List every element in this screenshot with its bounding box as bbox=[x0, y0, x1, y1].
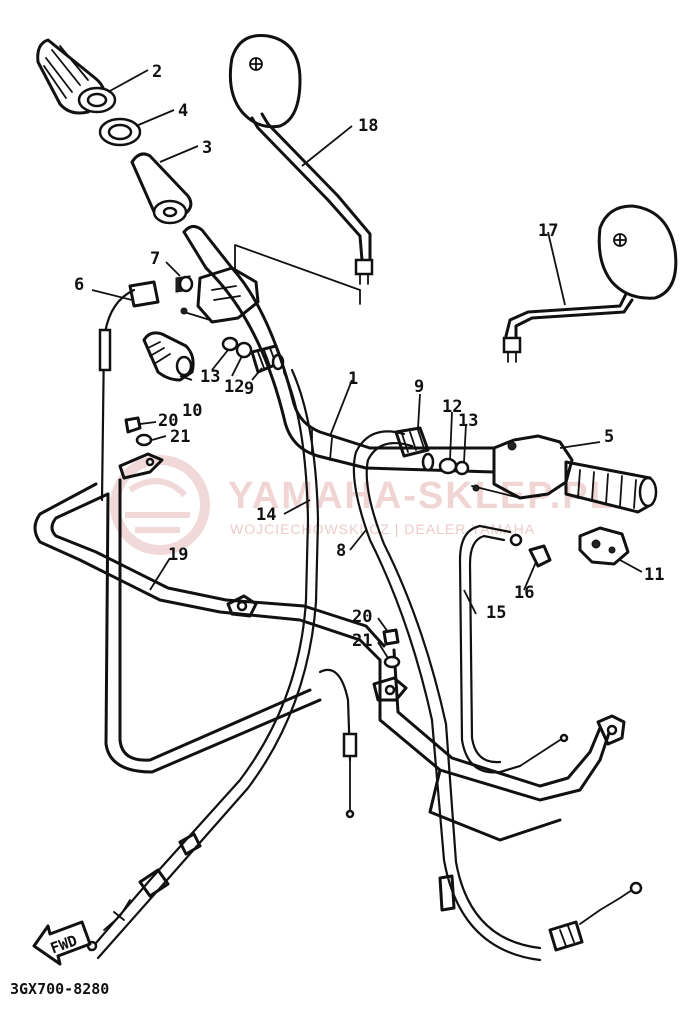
part-left-switch-assembly bbox=[175, 266, 260, 324]
callout-6: 6 bbox=[74, 275, 84, 295]
callout-8: 8 bbox=[336, 541, 346, 561]
part-throttle-sleeve bbox=[130, 152, 193, 225]
part-cable-adjusters-right bbox=[394, 426, 470, 476]
callout-10: 10 bbox=[182, 401, 202, 421]
watermark-subtitle: WOJCIECHOWSKI.CZ | DEALER YAMAHA bbox=[230, 521, 535, 537]
callout-labels: 2 4 3 18 17 7 6 13 12 9 10 20 21 1 9 12 … bbox=[74, 62, 664, 651]
part-16 bbox=[509, 533, 552, 568]
callout-12-left: 12 bbox=[224, 377, 244, 397]
callout-9-left: 9 bbox=[244, 379, 254, 399]
part-right-grip-assembly bbox=[471, 434, 658, 514]
part-handlebar-left bbox=[182, 225, 234, 270]
part-cable-8 bbox=[352, 430, 643, 962]
callout-12-right: 12 bbox=[442, 397, 462, 417]
fwd-label: FWD bbox=[48, 931, 80, 957]
part-cable-stub bbox=[318, 668, 358, 819]
part-guard-bar bbox=[33, 452, 626, 842]
callout-13-right: 13 bbox=[458, 411, 478, 431]
part-bolts bbox=[124, 416, 401, 669]
callout-17: 17 bbox=[538, 221, 558, 241]
watermark: YAMAHA-SKLEP.PL WOJCIECHOWSKI.CZ | DEALE… bbox=[110, 455, 615, 555]
part-11 bbox=[578, 526, 630, 566]
callout-9-right: 9 bbox=[414, 377, 424, 397]
drawing-code: 3GX700-8280 bbox=[10, 980, 109, 998]
callout-2: 2 bbox=[152, 62, 162, 82]
callout-5: 5 bbox=[604, 427, 614, 447]
callout-1: 1 bbox=[348, 369, 358, 389]
part-cable-14 bbox=[86, 368, 320, 960]
part-left-mirror bbox=[228, 33, 374, 285]
callout-3: 3 bbox=[202, 138, 212, 158]
callout-14: 14 bbox=[256, 505, 276, 525]
part-cable-adjusters-left bbox=[221, 336, 285, 374]
callout-19: 19 bbox=[168, 545, 188, 565]
callout-13-left: 13 bbox=[200, 367, 220, 387]
part-cable-15 bbox=[458, 524, 569, 774]
callout-21-left: 21 bbox=[170, 427, 190, 447]
callout-7: 7 bbox=[150, 249, 160, 269]
part-left-grip bbox=[36, 38, 117, 115]
part-cable-6 bbox=[98, 280, 160, 502]
part-ring bbox=[98, 117, 142, 147]
callout-11: 11 bbox=[644, 565, 664, 585]
callout-21-right: 21 bbox=[352, 631, 372, 651]
watermark-title: YAMAHA-SKLEP.PL bbox=[228, 475, 615, 517]
callout-15: 15 bbox=[486, 603, 506, 623]
callout-20-right: 20 bbox=[352, 607, 372, 627]
callout-16: 16 bbox=[514, 583, 534, 603]
callout-20-left: 20 bbox=[158, 411, 178, 431]
callout-4: 4 bbox=[178, 101, 188, 121]
callout-18: 18 bbox=[358, 116, 378, 136]
leader-lines bbox=[91, 69, 643, 659]
fwd-arrow: FWD bbox=[32, 920, 92, 966]
part-switch-10 bbox=[142, 331, 195, 382]
part-right-mirror bbox=[502, 204, 678, 363]
dashed-outline bbox=[234, 244, 361, 305]
